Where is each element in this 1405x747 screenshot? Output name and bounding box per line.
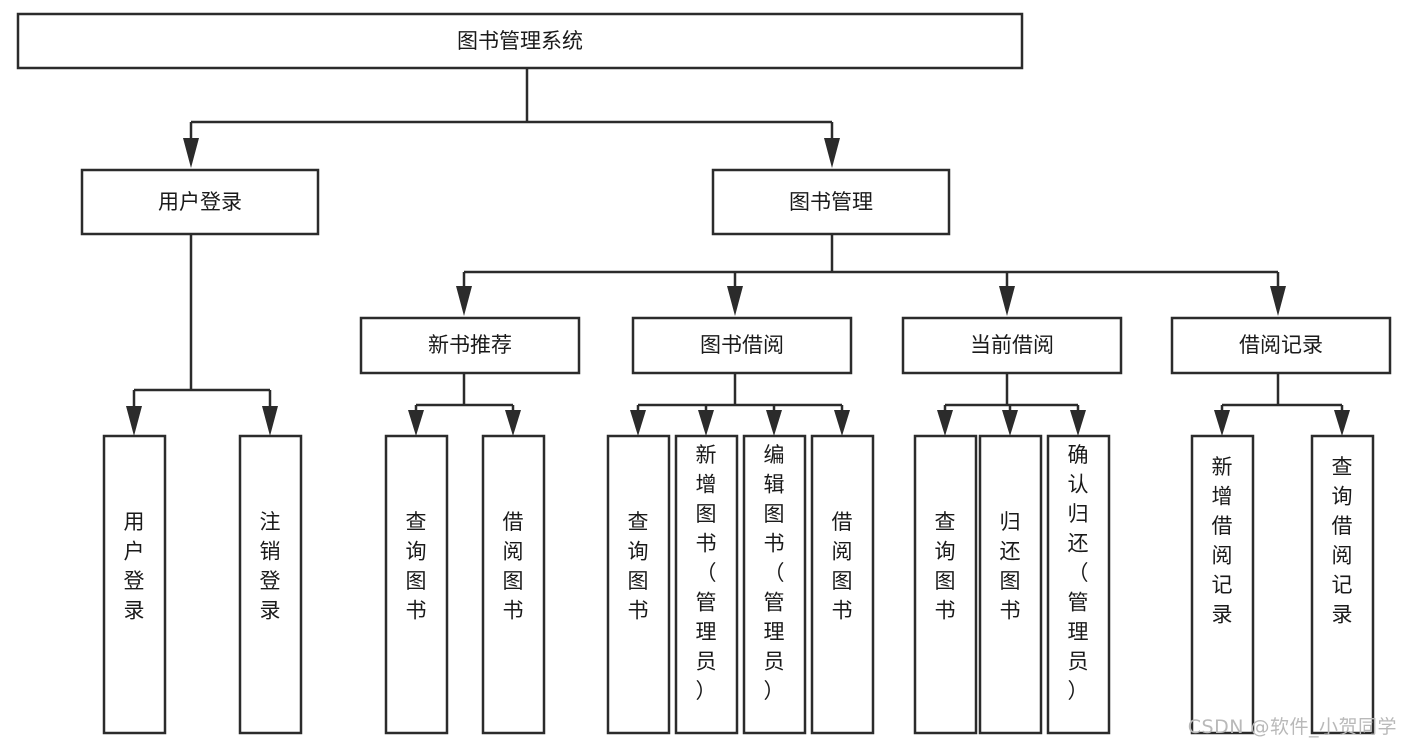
node-leaf-query-book-1-label: 查询图书 — [406, 510, 427, 623]
arrow-head-leaf-add-record — [1214, 410, 1230, 436]
node-borrow-record-label: 借阅记录 — [1239, 333, 1323, 357]
node-leaf-borrow-book-1-box[interactable] — [481, 434, 546, 735]
node-leaf-query-book-2[interactable]: 查询图书 — [606, 434, 671, 735]
connector-group-current-borrow — [937, 373, 1086, 436]
arrow-head-leaf-confirm-return — [1070, 410, 1086, 436]
node-user-login[interactable]: 用户登录 — [80, 168, 320, 236]
node-leaf-logout-box[interactable] — [238, 434, 303, 735]
node-leaf-confirm-return-label: 确认归还（管理员） — [1068, 443, 1089, 703]
node-leaf-return-book-label: 归还图书 — [1000, 510, 1021, 623]
connector-group-book-borrow — [630, 373, 850, 436]
node-book-borrow[interactable]: 图书借阅 — [631, 316, 853, 375]
node-leaf-logout[interactable]: 注销登录 — [238, 434, 303, 735]
node-user-login-label: 用户登录 — [158, 190, 242, 214]
node-book-manage-box[interactable] — [711, 168, 951, 236]
node-leaf-query-book-2-box[interactable] — [606, 434, 671, 735]
connector-group-borrow-record — [1214, 373, 1350, 436]
arrow-head-new-book-recommend — [456, 286, 472, 316]
node-new-book-recommend-box[interactable] — [359, 316, 581, 375]
arrow-head-leaf-edit-book — [766, 410, 782, 436]
arrow-head-book-borrow — [727, 286, 743, 316]
node-leaf-user-login-box[interactable] — [102, 434, 167, 735]
node-current-borrow-label: 当前借阅 — [970, 333, 1054, 357]
arrow-head-leaf-borrow-book-1 — [505, 410, 521, 436]
arrow-head-user-login — [183, 138, 199, 168]
node-root-label: 图书管理系统 — [457, 29, 583, 53]
node-leaf-query-book-3-box[interactable] — [913, 434, 978, 735]
node-leaf-user-login-label: 用户登录 — [124, 510, 145, 623]
connector-group-book-manage — [456, 234, 1286, 316]
arrow-head-leaf-logout — [262, 406, 278, 436]
node-leaf-confirm-return-box[interactable] — [1046, 434, 1111, 735]
node-leaf-query-record[interactable]: 查询借阅记录 — [1310, 434, 1375, 735]
node-new-book-recommend[interactable]: 新书推荐 — [359, 316, 581, 375]
node-leaf-borrow-book-2-box[interactable] — [810, 434, 875, 735]
node-book-manage-label: 图书管理 — [789, 190, 873, 214]
arrow-head-book-manage — [824, 138, 840, 168]
arrow-head-leaf-query-book-1 — [408, 410, 424, 436]
arrow-head-borrow-record — [1270, 286, 1286, 316]
node-leaf-borrow-book-2-label: 借阅图书 — [832, 510, 853, 623]
node-leaf-query-book-1-box[interactable] — [384, 434, 449, 735]
node-leaf-borrow-book-1[interactable]: 借阅图书 — [481, 434, 546, 735]
node-leaf-query-book-1[interactable]: 查询图书 — [384, 434, 449, 735]
arrow-head-current-borrow — [999, 286, 1015, 316]
node-leaf-add-record-label: 新增借阅记录 — [1212, 455, 1233, 627]
node-leaf-edit-book-box[interactable] — [742, 434, 807, 735]
arrow-head-leaf-borrow-book-2 — [834, 410, 850, 436]
node-leaf-add-book-label: 新增图书（管理员） — [696, 443, 717, 703]
arrow-head-leaf-query-book-2 — [630, 410, 646, 436]
node-leaf-borrow-book-1-label: 借阅图书 — [503, 510, 524, 623]
node-user-login-box[interactable] — [80, 168, 320, 236]
node-leaf-logout-label: 注销登录 — [260, 510, 281, 623]
node-leaf-query-book-3[interactable]: 查询图书 — [913, 434, 978, 735]
node-leaf-return-book-box[interactable] — [978, 434, 1043, 735]
node-book-borrow-box[interactable] — [631, 316, 853, 375]
node-leaf-query-book-2-label: 查询图书 — [628, 510, 649, 623]
connector-group-user-login — [126, 234, 278, 436]
arrow-head-leaf-query-record — [1334, 410, 1350, 436]
node-leaf-confirm-return[interactable]: 确认归还（管理员） — [1046, 434, 1111, 735]
node-leaf-borrow-book-2[interactable]: 借阅图书 — [810, 434, 875, 735]
node-book-manage[interactable]: 图书管理 — [711, 168, 951, 236]
connector-group-root — [183, 68, 840, 168]
node-leaf-edit-book[interactable]: 编辑图书（管理员） — [742, 434, 807, 735]
connector-group-new-book-recommend — [408, 373, 521, 436]
arrow-head-leaf-query-book-3 — [937, 410, 953, 436]
arrow-head-leaf-user-login — [126, 406, 142, 436]
node-leaf-user-login[interactable]: 用户登录 — [102, 434, 167, 735]
node-leaf-add-book-box[interactable] — [674, 434, 739, 735]
node-borrow-record[interactable]: 借阅记录 — [1170, 316, 1392, 375]
node-leaf-add-record-box[interactable] — [1190, 434, 1255, 735]
node-borrow-record-box[interactable] — [1170, 316, 1392, 375]
arrow-head-leaf-add-book — [698, 410, 714, 436]
node-root-box[interactable] — [16, 12, 1024, 70]
node-leaf-query-book-3-label: 查询图书 — [935, 510, 956, 623]
node-current-borrow-box[interactable] — [901, 316, 1123, 375]
node-leaf-query-record-box[interactable] — [1310, 434, 1375, 735]
node-leaf-edit-book-label: 编辑图书（管理员） — [764, 443, 785, 703]
node-leaf-query-record-label: 查询借阅记录 — [1332, 455, 1353, 627]
node-new-book-recommend-label: 新书推荐 — [428, 333, 512, 357]
node-leaf-add-record[interactable]: 新增借阅记录 — [1190, 434, 1255, 735]
node-root[interactable]: 图书管理系统 — [16, 12, 1024, 70]
node-leaf-return-book[interactable]: 归还图书 — [978, 434, 1043, 735]
node-current-borrow[interactable]: 当前借阅 — [901, 316, 1123, 375]
arrow-head-leaf-return-book — [1002, 410, 1018, 436]
node-leaf-add-book[interactable]: 新增图书（管理员） — [674, 434, 739, 735]
node-book-borrow-label: 图书借阅 — [700, 333, 784, 357]
